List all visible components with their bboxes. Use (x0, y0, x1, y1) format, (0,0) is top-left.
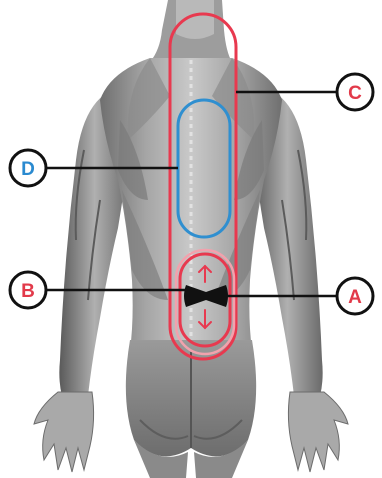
label-c-text: C (348, 83, 362, 104)
label-b-text: B (21, 281, 35, 302)
label-d: D (10, 150, 46, 186)
label-c: C (337, 74, 373, 110)
label-a: A (337, 278, 373, 314)
label-d-text: D (21, 159, 35, 180)
label-b: B (10, 272, 46, 308)
label-a-text: A (348, 287, 362, 308)
